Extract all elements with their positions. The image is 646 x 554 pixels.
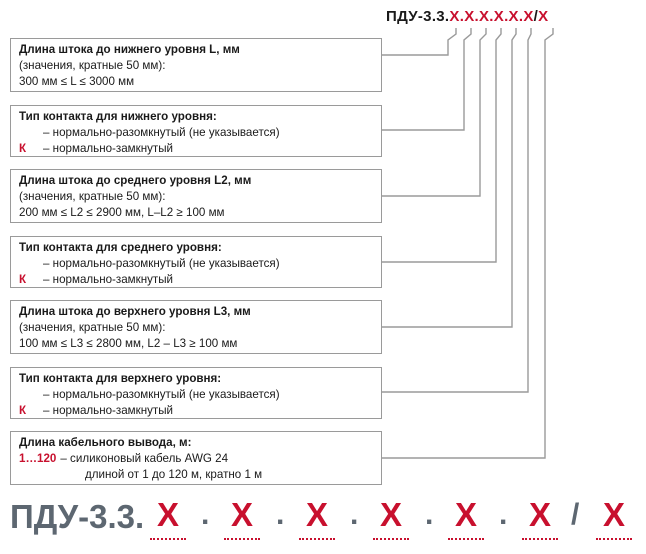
top-code-slot: X [493, 8, 505, 25]
bottom-code-slot: X [148, 496, 188, 540]
top-code-dot: . [459, 8, 465, 25]
box-lower-rod-length: Длина штока до нижнего уровня L, мм (зна… [10, 38, 382, 92]
option-text: – нормально-разомкнутый (не указывается) [43, 257, 280, 270]
box-title: Длина штока до нижнего уровня L, мм [19, 43, 240, 56]
bottom-code-separator: . [350, 498, 359, 531]
bottom-code-prefix: ПДУ-3.3. [10, 498, 145, 535]
bottom-code-slot: X [222, 496, 262, 540]
option-normally-open: – нормально-разомкнутый (не указывается) [19, 256, 373, 272]
bottom-code-separator: / [571, 498, 580, 531]
cable-option: 1…120– силиконовый кабель AWG 24 [19, 451, 373, 467]
box-title: Длина штока до среднего уровня L2, мм [19, 174, 252, 187]
top-code-dot: . [504, 8, 509, 25]
box-title: Длина штока до верхнего уровня L3, мм [19, 305, 251, 318]
top-code-slot: X [523, 8, 534, 25]
box-middle-contact-type: Тип контакта для среднего уровня: – норм… [10, 236, 382, 288]
option-code: К [19, 273, 27, 286]
top-code-slash: / [533, 8, 539, 25]
box-upper-contact-type: Тип контакта для верхнего уровня: – норм… [10, 367, 382, 419]
box-title: Тип контакта для нижнего уровня: [19, 110, 217, 123]
connector-line [382, 28, 532, 393]
bottom-code-separator: . [201, 498, 210, 531]
option-normally-closed: К – нормально-замкнутый [19, 403, 373, 419]
box-line: 200 мм ≤ L2 ≤ 2900 мм, L–L2 ≥ 100 мм [19, 206, 225, 219]
connector-line [382, 28, 502, 263]
top-code-slot: X [449, 8, 460, 25]
box-lower-contact-type: Тип контакта для нижнего уровня: – норма… [10, 105, 382, 157]
top-code-prefix: ПДУ-3.3. [386, 8, 450, 25]
option-code: К [19, 404, 27, 417]
box-title: Тип контакта для верхнего уровня: [19, 372, 222, 385]
option-text: – силиконовый кабель AWG 24 [60, 452, 229, 465]
top-code-slot: X [538, 8, 549, 25]
box-line: 300 мм ≤ L ≤ 3000 мм [19, 75, 135, 88]
top-code-dot: . [474, 8, 479, 25]
bottom-code-slot: X [297, 496, 337, 540]
option-text: – нормально-разомкнутый (не указывается) [43, 126, 280, 139]
option-code: К [19, 142, 27, 155]
top-code-dot: . [518, 8, 524, 25]
bottom-code-slot: X [446, 496, 486, 540]
bottom-code-separator: . [425, 498, 434, 531]
box-title: Тип контакта для среднего уровня: [19, 241, 222, 254]
cable-option-continued: длиной от 1 до 120 м, кратно 1 м [19, 467, 373, 483]
bottom-code-separator: . [276, 498, 285, 531]
box-title: Длина кабельного вывода, м: [19, 436, 192, 449]
box-upper-rod-length: Длина штока до верхнего уровня L3, мм (з… [10, 300, 382, 354]
option-normally-open: – нормально-разомкнутый (не указывается) [19, 387, 373, 403]
top-code-slot: X [464, 8, 475, 25]
connector-line [382, 28, 517, 328]
connector-line [382, 28, 472, 131]
connector-line [382, 28, 457, 56]
option-text: – нормально-замкнутый [43, 142, 174, 155]
option-text: – нормально-замкнутый [43, 273, 174, 286]
box-line: (значения, кратные 50 мм): [19, 321, 166, 334]
box-middle-rod-length: Длина штока до среднего уровня L2, мм (з… [10, 169, 382, 223]
bottom-code-slot: X [371, 496, 411, 540]
bottom-code-separator: . [499, 498, 508, 531]
top-order-code: ПДУ-3.3.X.X.X.X.X.X/X [386, 8, 548, 25]
option-text: – нормально-замкнутый [43, 404, 174, 417]
option-normally-open: – нормально-разомкнутый (не указывается) [19, 125, 373, 141]
option-text: длиной от 1 до 120 м, кратно 1 м [85, 468, 263, 481]
bottom-order-code: ПДУ-3.3. X . X . X . X . X . X / X [10, 494, 640, 546]
bottom-code-slot: X [520, 496, 560, 540]
option-normally-closed: К – нормально-замкнутый [19, 141, 373, 157]
box-cable-length: Длина кабельного вывода, м: 1…120– силик… [10, 431, 382, 485]
option-text: – нормально-разомкнутый (не указывается) [43, 388, 280, 401]
box-line: 100 мм ≤ L3 ≤ 2800 мм, L2 – L3 ≥ 100 мм [19, 337, 238, 350]
connector-line [382, 28, 554, 459]
connector-line [382, 28, 487, 197]
option-code: 1…120 [19, 452, 57, 465]
top-code-dot: . [489, 8, 494, 25]
option-normally-closed: К – нормально-замкнутый [19, 272, 373, 288]
box-line: (значения, кратные 50 мм): [19, 190, 166, 203]
top-code-slot: X [478, 8, 490, 25]
box-line: (значения, кратные 50 мм): [19, 59, 166, 72]
top-code-slot: X [508, 8, 519, 25]
bottom-code-slot: X [594, 496, 634, 540]
